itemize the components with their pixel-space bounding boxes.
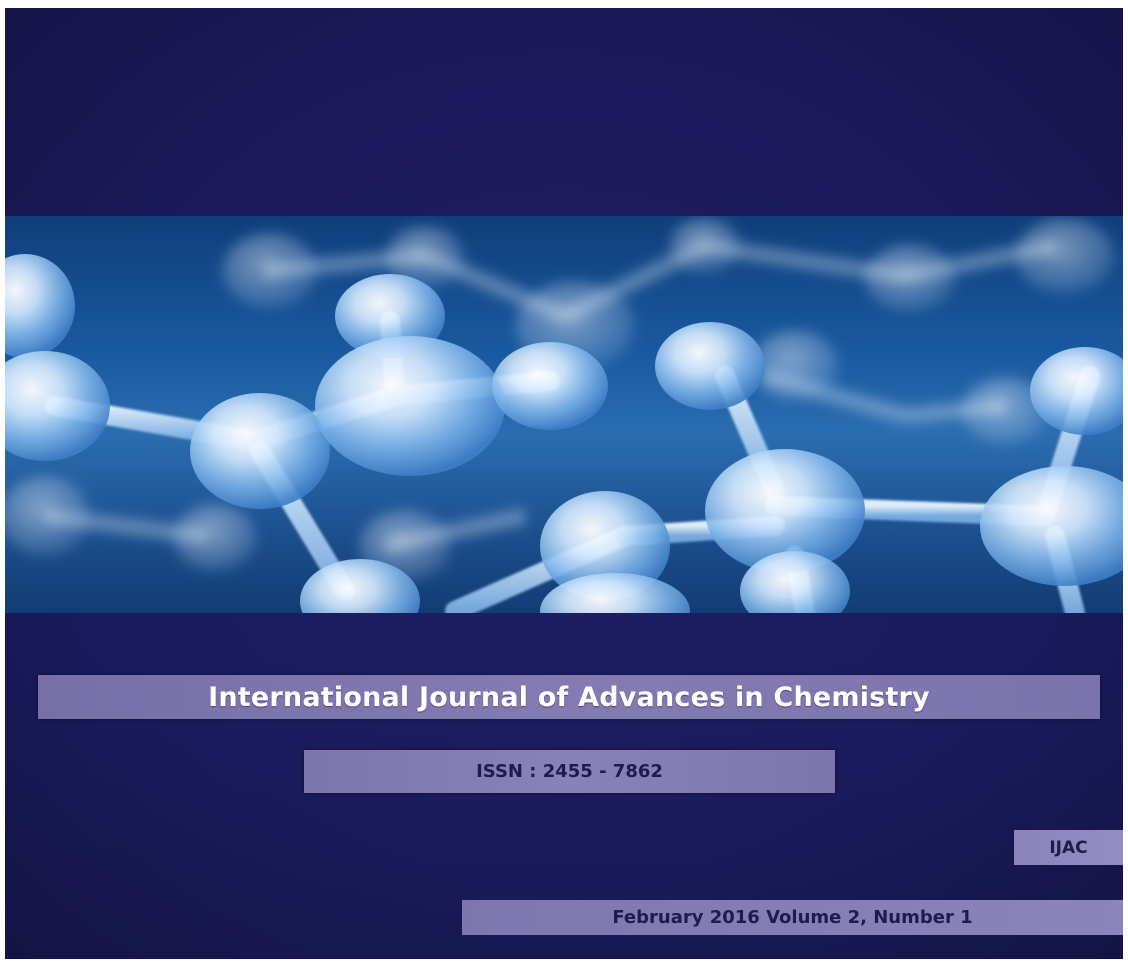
foreground-atoms <box>5 254 1123 613</box>
journal-abbreviation: IJAC <box>1049 837 1088 858</box>
background-molecules <box>5 218 1115 582</box>
molecule-banner-image <box>5 216 1123 613</box>
issn-text: ISSN : 2455 - 7862 <box>476 761 663 782</box>
journal-title-bar: International Journal of Advances in Che… <box>38 675 1100 719</box>
issn-bar: ISSN : 2455 - 7862 <box>304 750 835 793</box>
journal-abbreviation-bar: IJAC <box>1014 830 1123 865</box>
molecule-illustration <box>5 218 1123 613</box>
issue-info: February 2016 Volume 2, Number 1 <box>612 907 973 928</box>
journal-title: International Journal of Advances in Che… <box>208 681 930 713</box>
issue-info-bar: February 2016 Volume 2, Number 1 <box>462 900 1123 935</box>
journal-cover: International Journal of Advances in Che… <box>5 8 1123 959</box>
